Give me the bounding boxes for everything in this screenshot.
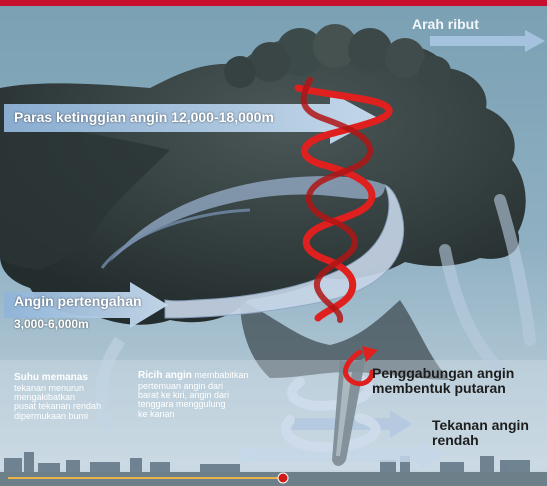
mid-altitude-label: 3,000-6,000m <box>14 318 89 331</box>
ridge-note-first-rest: membabitkan <box>194 370 248 380</box>
merge-label-line1: Penggabungan angin <box>372 366 514 381</box>
ridge-note: Ricih angin membabitkan pertemuan angin … <box>138 371 248 419</box>
low-pressure-label: Tekanan angin rendah <box>432 418 529 449</box>
top-red-bar <box>0 0 547 6</box>
ridge-note-title: Ricih angin <box>138 370 192 381</box>
merge-label-line2: membentuk putaran <box>372 381 514 396</box>
storm-direction-label: Arah ribut <box>412 17 479 32</box>
ridge-note-line: ke kanan <box>138 410 248 419</box>
tornado-ground-marker <box>278 473 288 483</box>
low-pressure-line2: rendah <box>432 433 529 448</box>
low-pressure-line1: Tekanan angin <box>432 418 529 433</box>
merge-label: Penggabungan angin membentuk putaran <box>372 366 514 397</box>
heat-note-line: dipermukaan bumi <box>14 412 101 421</box>
high-altitude-wind-label: Paras ketinggian angin 12,000-18,000m <box>14 110 274 125</box>
heat-note-title: Suhu memanas <box>14 373 101 384</box>
mid-wind-label: Angin pertengahan <box>14 294 142 309</box>
heat-note: Suhu memanas tekanan menurun mengakibatk… <box>14 373 101 421</box>
ridge-note-first-line: Ricih angin membabitkan <box>138 371 248 382</box>
